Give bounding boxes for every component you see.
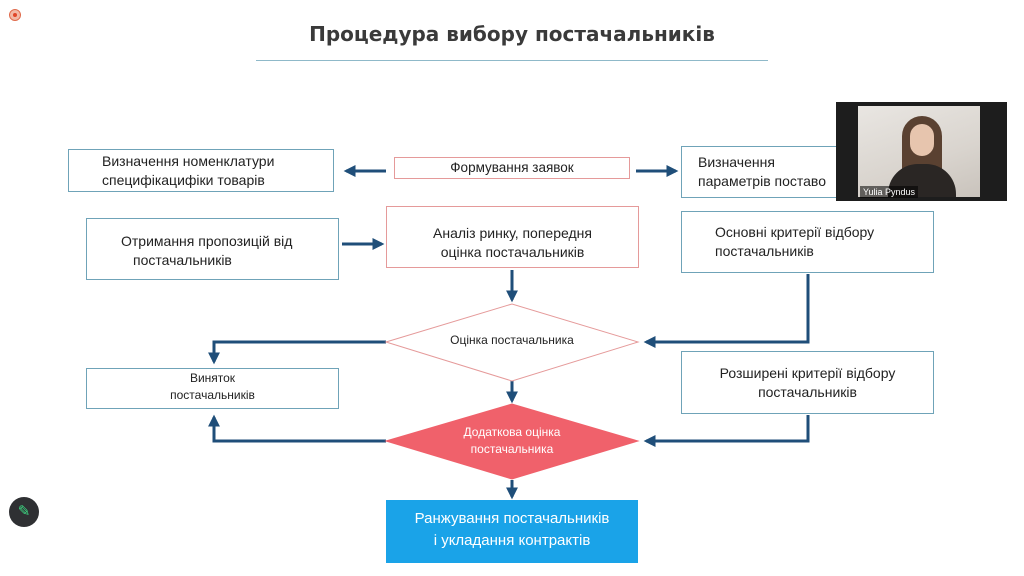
proposals-line-1: Отримання пропозицій від	[121, 233, 293, 249]
arrow-basic-criteria-to-evaluation	[643, 274, 810, 348]
proposals-line-2: постачальників	[133, 252, 232, 268]
title-underline	[256, 60, 768, 61]
market-analysis-box: Аналіз ринку, попередня оцінка постачаль…	[386, 206, 639, 268]
additional-evaluation-diamond	[384, 403, 640, 480]
recording-indicator-icon	[9, 9, 21, 21]
exclusion-line-1: Виняток	[189, 371, 236, 385]
arrow-evaluation-to-exclusion	[208, 340, 386, 365]
parameters-box: Визначення параметрів поставо	[681, 146, 837, 198]
nomenclature-line-2: специфікацифіки товарів	[102, 172, 265, 188]
requests-box: Формування заявок	[394, 157, 630, 179]
participant-video-frame	[858, 106, 980, 197]
arrow-additional-to-exclusion	[208, 414, 386, 443]
market-line-2: оцінка постачальників	[440, 244, 585, 260]
parameters-line-2: параметрів поставо	[698, 173, 826, 189]
extended-criteria-line-1: Розширені критерії відбору	[719, 365, 896, 381]
arrow-extended-criteria-to-additional	[643, 415, 810, 447]
evaluation-diamond	[384, 303, 640, 382]
exclusion-line-2: постачальників	[170, 388, 255, 402]
pen-annotation-button[interactable]: ✎	[9, 497, 39, 527]
extended-criteria-line-2: постачальників	[758, 384, 857, 400]
ranking-box: Ранжування постачальників і укладання ко…	[386, 500, 638, 563]
basic-criteria-line-1: Основні критерії відбору	[715, 224, 875, 240]
basic-criteria-box: Основні критерії відбору постачальників	[681, 211, 934, 273]
slide-title: Процедура вибору постачальників	[309, 22, 715, 46]
extended-criteria-box: Розширені критерії відбору постачальникі…	[681, 351, 934, 414]
evaluation-label: Оцінка постачальника	[386, 332, 638, 349]
participant-video-tile[interactable]: Yulia Pyndus	[836, 102, 1007, 201]
pen-icon: ✎	[17, 503, 31, 520]
additional-evaluation-line-2: постачальника	[470, 442, 554, 456]
market-line-1: Аналіз ринку, попередня	[433, 225, 592, 241]
exclusion-box: Виняток постачальників	[86, 368, 339, 409]
participant-name: Yulia Pyndus	[860, 186, 919, 198]
ranking-line-1: Ранжування постачальників	[414, 510, 610, 527]
evaluation-label-text: Оцінка постачальника	[450, 333, 574, 347]
additional-evaluation-line-1: Додаткова оцінка	[463, 425, 561, 439]
basic-criteria-line-2: постачальників	[715, 243, 814, 259]
nomenclature-line-1: Визначення номенклатури	[102, 153, 275, 169]
proposals-box: Отримання пропозицій від постачальників	[86, 218, 339, 280]
additional-evaluation-label: Додаткова оцінка постачальника	[386, 424, 638, 458]
requests-label: Формування заявок	[450, 160, 574, 175]
parameters-line-1: Визначення	[698, 154, 775, 170]
ranking-line-2: і укладання контрактів	[433, 532, 591, 549]
nomenclature-box: Визначення номенклатури специфікацифіки …	[68, 149, 334, 192]
participant-face	[910, 124, 934, 156]
